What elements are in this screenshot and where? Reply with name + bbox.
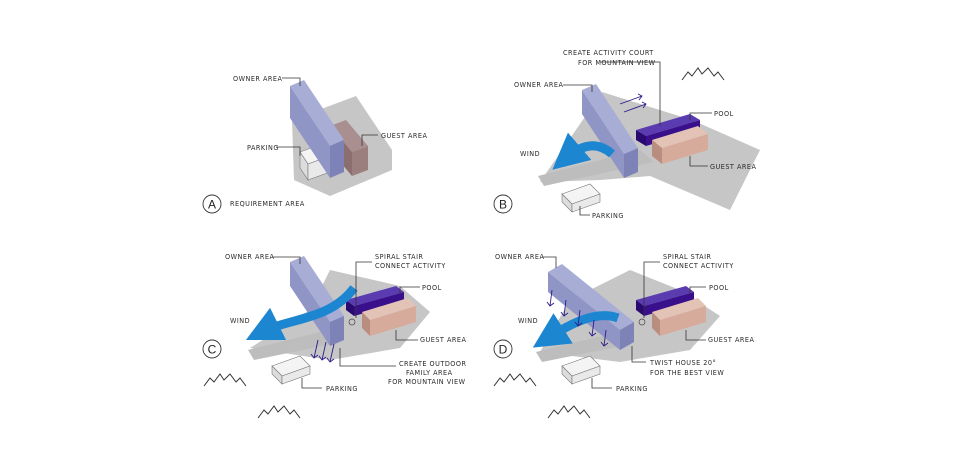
leader-line	[631, 346, 646, 363]
owner-area-label: OWNER AREA	[514, 80, 563, 89]
owner-area-block	[290, 80, 344, 178]
wind-label: WIND	[518, 316, 538, 325]
guest-area-block	[362, 298, 416, 336]
wind-label: WIND	[230, 316, 250, 325]
guest-area-label: GUEST AREA	[381, 131, 427, 140]
leader-line	[542, 256, 557, 268]
leader-line	[579, 206, 590, 216]
leader-line	[395, 330, 418, 341]
mountain-icon	[257, 405, 301, 419]
spiral-stair	[348, 318, 356, 326]
leader-line	[600, 61, 661, 126]
panel-badge-letter: B	[499, 198, 507, 212]
leader-line	[361, 134, 378, 146]
panel-badge	[202, 339, 222, 359]
owner-area-block	[582, 84, 638, 178]
guest-area-label: GUEST AREA	[708, 335, 754, 344]
terrain-strip	[248, 332, 332, 360]
owner-area-label: OWNER AREA	[495, 252, 544, 261]
leader-line	[591, 378, 612, 389]
guest-area-label: GUEST AREA	[710, 162, 756, 171]
mountain-icon	[493, 373, 537, 387]
view-arrows	[310, 339, 335, 363]
activity-court-label: CREATE ACTIVITY COURT	[563, 48, 654, 57]
owner-area-label: OWNER AREA	[233, 74, 282, 83]
pool-label: POOL	[714, 109, 734, 118]
guest-area-block	[652, 298, 706, 336]
panel-caption: REQUIREMENT AREA	[230, 199, 305, 208]
parking-block	[561, 183, 601, 213]
spiral-stair-label: SPIRAL STAIR	[663, 252, 712, 261]
leader-line	[282, 77, 301, 86]
panel-badge	[493, 194, 513, 214]
pool-block	[636, 286, 694, 316]
twist-house-label: FOR THE BEST VIEW	[650, 368, 724, 377]
parking-label: PARKING	[247, 143, 279, 152]
leader-line	[685, 330, 706, 341]
leader-line	[689, 156, 708, 167]
leader-line	[689, 112, 712, 120]
outdoor-area-label: FAMILY AREA	[406, 368, 453, 377]
leader-line	[276, 146, 301, 156]
panel-d: OWNER AREA SPIRAL STAIR CONNECT ACTIVITY…	[493, 252, 754, 419]
leader-line	[643, 261, 660, 318]
twist-house-label: TWIST HOUSE 20°	[649, 358, 716, 367]
spiral-stair-label: SPIRAL STAIR	[375, 252, 424, 261]
activity-court-label: FOR MOUNTAIN VIEW	[578, 58, 656, 67]
view-arrows	[546, 289, 609, 347]
leader-line	[272, 256, 301, 264]
mountain-icon	[203, 373, 247, 387]
leader-line	[355, 261, 372, 318]
mountain-icon	[547, 405, 591, 419]
panel-badge-letter: D	[499, 343, 508, 357]
wind-arrow	[245, 285, 358, 341]
pool-block	[346, 286, 404, 316]
panel-badge	[202, 194, 222, 214]
leader-line	[339, 348, 396, 367]
outdoor-area-label: FOR MOUNTAIN VIEW	[388, 377, 466, 386]
parking-block	[271, 355, 311, 385]
parking-label: PARKING	[592, 211, 624, 220]
guest-area-label: GUEST AREA	[420, 335, 466, 344]
panel-a: OWNER AREA PARKING GUEST AREA A REQUIREM…	[202, 74, 427, 214]
wind-label: WIND	[520, 149, 540, 158]
spiral-stair	[638, 318, 646, 326]
panel-badge	[493, 339, 513, 359]
panel-c: OWNER AREA SPIRAL STAIR CONNECT ACTIVITY…	[202, 252, 466, 419]
parking-label: PARKING	[326, 384, 358, 393]
wind-arrow	[552, 132, 615, 170]
view-arrows	[619, 93, 647, 113]
leader-line	[563, 84, 593, 92]
panel-badge-letter: C	[208, 343, 217, 357]
outdoor-area-label: CREATE OUTDOOR	[399, 359, 466, 368]
parking-label: PARKING	[616, 384, 648, 393]
owner-area-label: OWNER AREA	[225, 252, 274, 261]
panel-badge-letter: A	[208, 198, 216, 212]
spiral-stair-label: CONNECT ACTIVITY	[663, 261, 734, 270]
guest-area-block	[652, 126, 708, 164]
leader-line	[301, 378, 322, 389]
terrain-strip	[536, 334, 622, 362]
leader-line	[399, 286, 420, 294]
pool-label: POOL	[709, 283, 729, 292]
spiral-stair-label: CONNECT ACTIVITY	[375, 261, 446, 270]
pool-label: POOL	[422, 283, 442, 292]
panel-b: CREATE ACTIVITY COURT FOR MOUNTAIN VIEW …	[493, 48, 760, 220]
mountain-icon	[681, 67, 725, 81]
wind-arrow	[532, 311, 620, 348]
leader-line	[689, 286, 706, 294]
parking-block	[561, 355, 601, 385]
